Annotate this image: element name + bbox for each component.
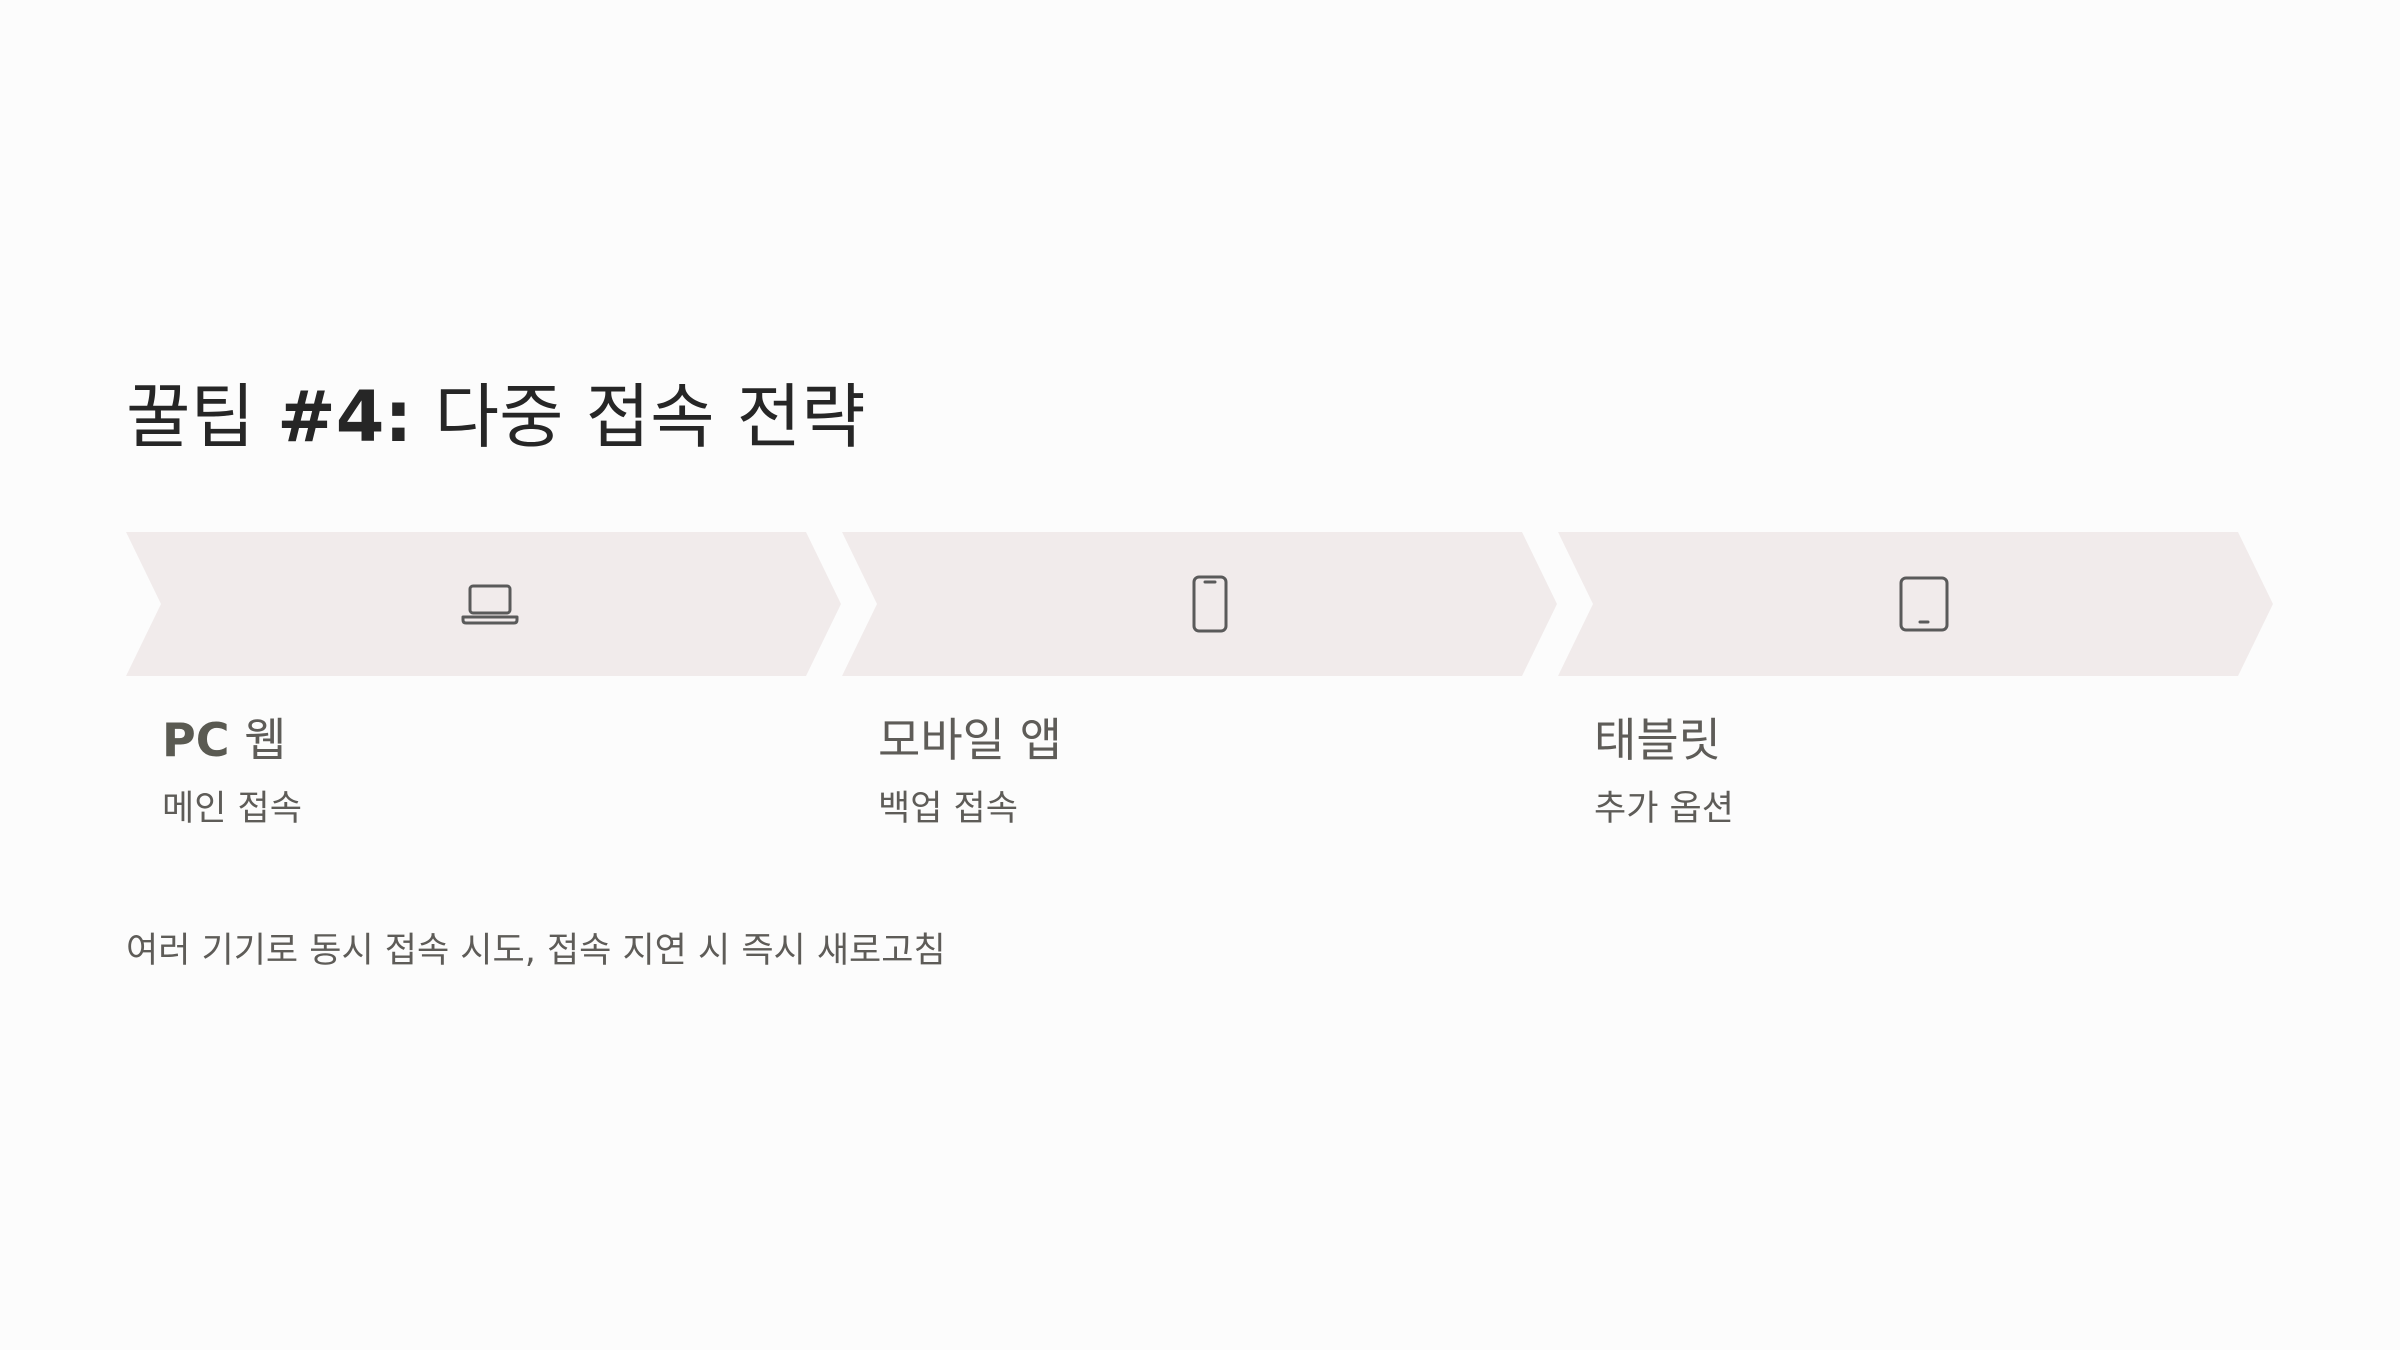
title-number: #4: [277,376,413,458]
step-description: 메인 접속 [162,789,302,829]
step-description: 추가 옵션 [1594,789,1734,829]
laptop-icon [458,572,522,636]
smartphone-icon [1178,572,1242,636]
footer-note: 여러 기기로 동시 접속 시도, 접속 지연 시 즉시 새로고침 [126,931,946,971]
chevron-shape [842,532,1557,676]
chevron-shape [1558,532,2273,676]
step-chevron-pc [126,532,841,676]
step-label: 모바일 앱 [878,713,1062,767]
step-label-text: 웹 [229,713,287,767]
step-description: 백업 접속 [878,789,1018,829]
title-prefix: 꿀팁 [126,376,278,458]
step-text-mobile: 모바일 앱 백업 접속 [878,710,1478,834]
title-suffix: 다중 접속 전략 [412,376,866,458]
step-label: PC 웹 [162,710,762,770]
step-label: 태블릿 [1594,713,1721,767]
tablet-icon [1892,572,1956,636]
step-chevron-tablet [1558,532,2273,676]
step-label-bold: PC [162,713,230,767]
page-title: 꿀팁 #4: 다중 접속 전략 [126,372,866,462]
process-steps [126,532,2274,676]
step-chevron-mobile [842,532,1557,676]
step-text-tablet: 태블릿 추가 옵션 [1594,710,2194,834]
chevron-shape [126,532,841,676]
step-text-pc: PC 웹 메인 접속 [162,710,762,834]
